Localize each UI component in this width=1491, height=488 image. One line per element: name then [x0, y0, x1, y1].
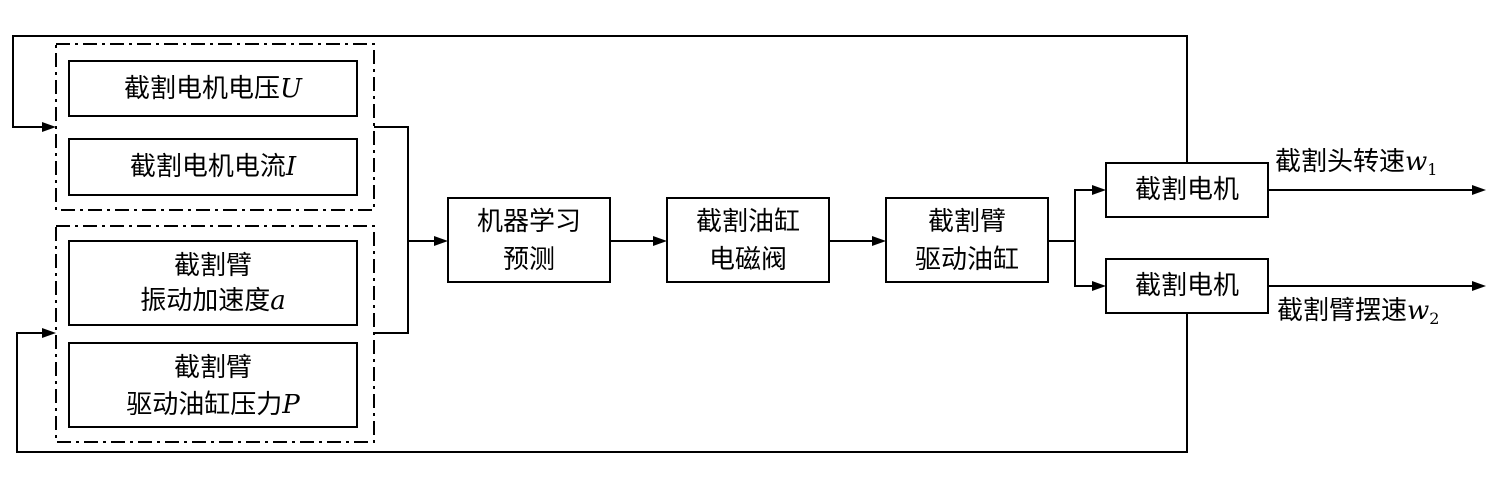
- arrow-output-arm-speed: [1472, 281, 1486, 291]
- arrow-to-motor-bottom: [1092, 281, 1106, 291]
- box-solenoid-valve: [666, 197, 830, 283]
- label-cylinder-pressure-line1: 截割臂: [174, 353, 252, 383]
- arrow-to-valve: [653, 236, 667, 246]
- label-cylinder-pressure-line2: 驱动油缸压力P: [126, 390, 300, 420]
- label-ml-line2: 预测: [503, 245, 555, 275]
- label-motor-voltage: 截割电机电压U: [124, 74, 303, 104]
- box-cylinder-pressure: [68, 342, 358, 428]
- box-motor-bottom: [1105, 258, 1269, 314]
- feedback-loop-top: [12, 35, 1188, 163]
- label-arm-vibration-line2: 振动加速度a: [140, 286, 286, 316]
- label-arm-speed: 截割臂摆速w2: [1277, 296, 1439, 328]
- label-head-speed: 截割头转速w1: [1275, 147, 1437, 179]
- arrow-to-cylinder: [872, 236, 886, 246]
- connector-group1-merge: [374, 126, 409, 241]
- feedback-loop-bottom: [16, 313, 1188, 453]
- label-motor-current: 截割电机电流I: [130, 152, 297, 182]
- arrow-to-motor-top: [1092, 185, 1106, 195]
- label-motor-top: 截割电机: [1135, 175, 1239, 205]
- label-arm-vibration-line1: 截割臂: [174, 251, 252, 281]
- label-valve-line2: 电磁阀: [709, 245, 787, 275]
- box-motor-voltage: [68, 60, 358, 117]
- arrow-output-head-speed: [1472, 185, 1486, 195]
- arrow-to-ml: [434, 236, 448, 246]
- connector-group2-merge: [374, 241, 409, 334]
- box-motor-current: [68, 138, 358, 196]
- connector-to-motor-top: [1074, 189, 1098, 241]
- label-cylinder-line1: 截割臂: [928, 207, 1006, 237]
- arrow-feedback-bottom: [42, 328, 56, 338]
- label-motor-bottom: 截割电机: [1135, 271, 1239, 301]
- connector-to-motor-bottom: [1074, 241, 1098, 287]
- label-ml-line1: 机器学习: [477, 207, 581, 237]
- box-arm-vibration: [68, 240, 358, 326]
- label-cylinder-line2: 驱动油缸: [915, 245, 1019, 275]
- label-valve-line1: 截割油缸: [696, 207, 800, 237]
- arrow-feedback-top: [42, 122, 56, 132]
